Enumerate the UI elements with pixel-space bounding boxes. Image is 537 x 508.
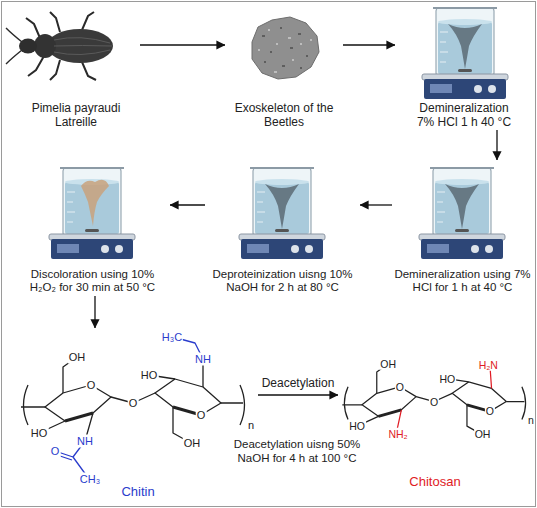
beetle-head <box>19 39 37 54</box>
atom-label: n <box>248 420 254 431</box>
polymer-brackets <box>344 387 525 420</box>
beetle-abdomen <box>47 29 113 63</box>
product-structure: Chitin <box>18 328 258 500</box>
vortex <box>445 184 479 229</box>
flow-arrow <box>258 394 338 395</box>
texture-light <box>258 30 312 72</box>
process-step: Demineralization using 7% HCl for 1 h at… <box>392 160 533 296</box>
arrow-label: Deacetylation <box>262 377 335 389</box>
beaker-discoloration <box>49 168 135 259</box>
atom-label: NH₂ <box>387 427 408 440</box>
atom-label: O <box>429 395 439 408</box>
atom-label: CH₃ <box>79 473 101 486</box>
exoskeleton-chunk <box>252 17 319 79</box>
material-step: Exoskeleton of the Beetles <box>225 8 343 130</box>
beetle-thorax <box>34 34 56 58</box>
atom-label: OH <box>474 428 492 441</box>
vortex <box>265 184 299 229</box>
beaker-deproteinization <box>239 168 325 259</box>
amine-bonds <box>396 365 491 432</box>
exoskeleton-illustration <box>252 17 319 79</box>
sugar-ring <box>452 382 506 412</box>
step-caption: Chitin <box>78 484 198 499</box>
bonds <box>85 359 203 441</box>
atom-label: H₃C <box>161 331 183 344</box>
sugar-ring <box>362 387 416 417</box>
atom-label: O <box>50 445 61 458</box>
flow-arrow <box>343 44 395 45</box>
atom-label: HO <box>30 427 49 440</box>
condition-note: Deacetylation uisng 50% NaOH for 4 h at … <box>222 438 372 465</box>
atom-label: HO <box>348 420 366 433</box>
atom-label: n <box>528 414 534 425</box>
atom-label: HO <box>140 369 159 382</box>
process-step: Discoloration using 10% H₂O₂ for 30 min … <box>15 160 170 296</box>
flow-arrow <box>496 130 497 160</box>
acetyl-bonds <box>54 337 203 479</box>
bonds <box>149 375 243 443</box>
product-structure: Chitosan <box>338 340 532 490</box>
beaker-demineralization-2 <box>419 168 505 259</box>
step-caption: Demineralization using 7% HCl for 1 h at… <box>393 268 533 295</box>
step-caption: Pimelia payraudi Latreille <box>24 101 128 129</box>
atom-label: O <box>86 379 97 392</box>
bonds <box>21 357 155 433</box>
ring-front-bond <box>65 413 93 421</box>
sugar-ring <box>155 379 221 415</box>
beaker-demineralization-1 <box>422 8 508 99</box>
beetle-ridges <box>54 38 112 55</box>
beaker-on-hotplate <box>422 8 508 99</box>
chitosan-structure <box>342 364 525 435</box>
beaker-on-hotplate <box>419 168 505 259</box>
flow-arrow <box>140 44 225 45</box>
ring-front-bond <box>378 410 401 417</box>
atom-label: O <box>395 381 405 394</box>
atom-label: O <box>128 397 139 410</box>
step-caption: Deproteinization uisng 10% NaOH for 2 h … <box>208 268 358 295</box>
texture-dark <box>262 28 308 68</box>
sugar-ring <box>45 385 111 421</box>
beetle-illustration <box>6 12 113 80</box>
atom-label: OH <box>379 358 397 371</box>
vortex <box>448 24 482 69</box>
atom-label: NH <box>194 353 212 366</box>
polymer-brackets <box>24 385 245 425</box>
step-caption: Exoskeleton of the Beetles <box>227 101 341 129</box>
bonds <box>447 379 524 435</box>
source-organism: Pimelia payraudi Latreille <box>12 8 140 130</box>
atom-label: NH <box>76 435 94 448</box>
atom-label: OH <box>183 437 202 450</box>
flow-arrow <box>360 204 392 205</box>
atom-label: HO <box>438 372 456 385</box>
bonds <box>342 364 452 426</box>
chitin-structure <box>21 337 245 479</box>
beaker-on-hotplate <box>239 168 325 259</box>
process-step: Deproteinization uisng 10% NaOH for 2 h … <box>205 160 360 296</box>
discoloration-plume <box>81 180 109 226</box>
step-caption: Demineralization 7% HCl 1 h 40 °C <box>413 101 515 129</box>
flow-arrow <box>170 204 205 205</box>
atom-label: OH <box>68 351 87 364</box>
process-step: Demineralization 7% HCl 1 h 40 °C <box>395 5 533 130</box>
atom-label: O <box>485 405 495 418</box>
atom-label: O <box>196 409 207 422</box>
step-caption: Chitosan <box>375 474 495 489</box>
beaker-on-hotplate <box>49 168 135 259</box>
atom-label: H₂N <box>478 358 499 371</box>
flow-arrow <box>94 296 95 328</box>
step-caption: Discoloration using 10% H₂O₂ for 30 min … <box>18 268 168 295</box>
